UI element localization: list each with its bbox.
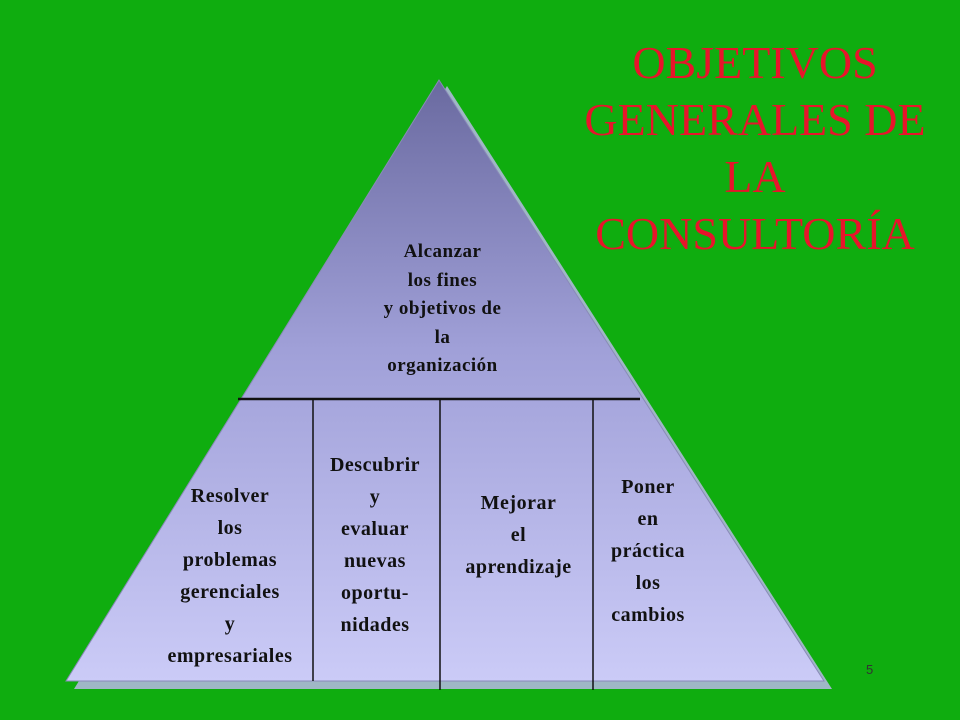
page-number: 5: [866, 662, 874, 677]
pyramid-section-2-label: Descubrir y evaluar nuevas oportu- nidad…: [329, 454, 421, 636]
pyramid-top-label: Alcanzar los fines y objetivos de la org…: [383, 241, 502, 376]
pyramid-triangle: [65, 79, 825, 682]
pyramid-section-1-label: Resolver los problemas gerenciales y emp…: [167, 485, 293, 667]
slide-title: OBJETIVOS GENERALES DE LA CONSULTORÍA: [584, 37, 926, 259]
pyramid-section-3-label: Mejorar el aprendizaje: [465, 492, 572, 578]
pyramid-section-4-label: Poner en práctica los cambios: [611, 476, 685, 626]
